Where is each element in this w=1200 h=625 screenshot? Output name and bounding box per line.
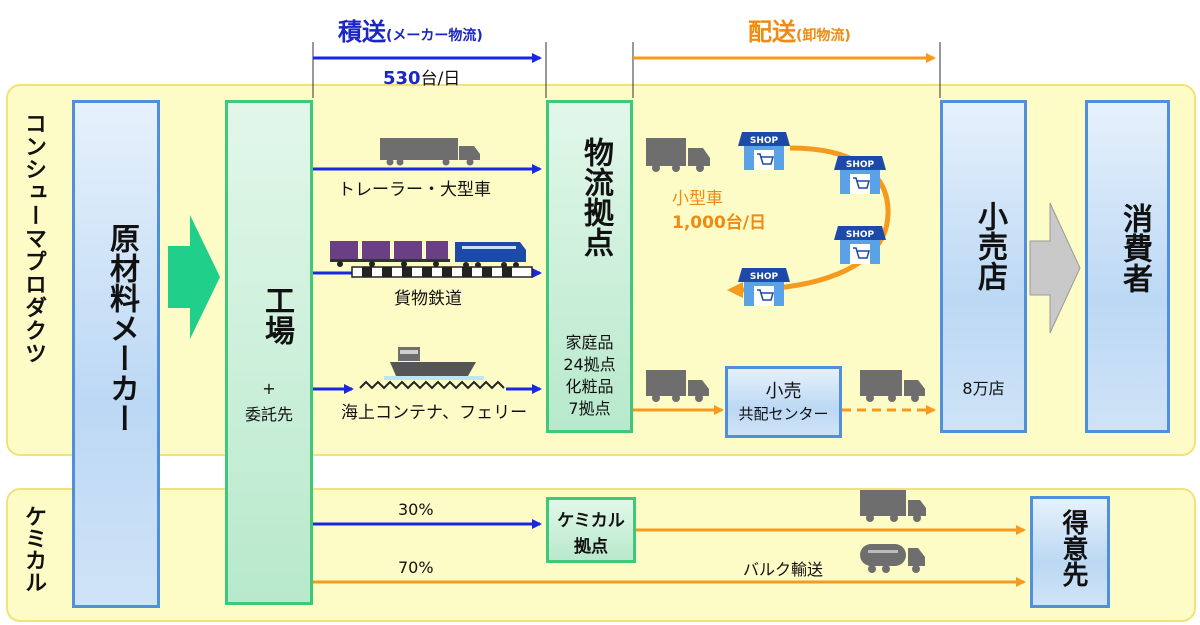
retail-store-box: 小売店 8万店 xyxy=(940,100,1027,433)
tank-truck-icon xyxy=(860,544,925,573)
hub-detail-household-count: 24拠点 xyxy=(563,355,616,374)
factory-sub-label: 委託先 xyxy=(244,405,293,424)
raw-material-maker-box: 原材料メーカー xyxy=(72,100,160,608)
hub-to-center-truck-icon xyxy=(646,370,709,402)
shop-icon-label: SHOP xyxy=(846,230,875,240)
chemical-hub-box: ケミカル 拠点 xyxy=(546,497,636,563)
shop-icon: SHOP xyxy=(834,156,886,194)
small-truck-label: 小型車 xyxy=(672,189,723,209)
shop-icon-label: SHOP xyxy=(750,136,779,146)
center-to-store-truck-icon xyxy=(860,370,925,402)
gray-flow-arrow xyxy=(1029,202,1081,334)
retail-store-label: 小売店 xyxy=(972,201,1007,291)
chemical-hub-label-1: ケミカル xyxy=(557,511,625,531)
sea-label: 海上コンテナ、フェリー xyxy=(341,403,528,423)
haisou-subtitle: (卸物流) xyxy=(796,28,851,44)
sekisou-title: 積送 xyxy=(338,18,386,46)
retail-center-box: 小売 共配センター xyxy=(725,366,842,438)
delivery-route-arc xyxy=(727,145,891,298)
chemical-hub-share: 30% xyxy=(398,500,434,519)
ferry-ship-icon xyxy=(359,347,505,390)
sekisou-header: 積送(メーカー物流) xyxy=(338,12,483,47)
shop-icon: SHOP xyxy=(738,268,790,306)
shop-icon-label: SHOP xyxy=(846,160,875,170)
factory-box: 工場 + 委託先 xyxy=(225,100,313,605)
chemical-truck-icon xyxy=(860,490,926,522)
trailer-truck-icon xyxy=(380,138,480,166)
shop-icon-label: SHOP xyxy=(750,272,779,282)
haisou-span-arrow xyxy=(632,42,941,98)
factory-label: 工場 xyxy=(259,285,294,345)
shop-icon: SHOP xyxy=(738,132,790,170)
rail-label: 貨物鉄道 xyxy=(394,289,462,309)
sekisou-subtitle: (メーカー物流) xyxy=(386,28,483,44)
rail-track-icon xyxy=(351,266,533,278)
row-label-consumer-products: コンシューマプロダクツ xyxy=(21,112,46,365)
consumer-label: 消費者 xyxy=(1117,203,1152,293)
green-flow-arrow xyxy=(168,215,220,339)
haisou-title: 配送 xyxy=(748,18,796,46)
sekisou-volume-unit: 台/日 xyxy=(420,69,461,89)
row-label-chemical: ケミカル xyxy=(21,505,46,593)
retail-center-label-2: 共配センター xyxy=(738,405,829,423)
retail-store-count: 8万店 xyxy=(962,379,1005,398)
logistics-hub-box: 物流拠点 家庭品 24拠点 化粧品 7拠点 xyxy=(546,100,633,433)
delivery-truck-icon xyxy=(646,138,710,172)
customer-label: 得意先 xyxy=(1058,509,1088,587)
sekisou-volume-number: 530 xyxy=(383,68,421,89)
direct-share: 70% xyxy=(398,558,434,577)
haisou-header: 配送(卸物流) xyxy=(748,12,851,47)
small-truck-volume: 1,000台/日 xyxy=(672,213,766,233)
logistics-hub-label: 物流拠点 xyxy=(578,137,613,257)
trailer-label: トレーラー・大型車 xyxy=(338,180,491,200)
retail-center-label-1: 小売 xyxy=(765,381,802,402)
shop-icon: SHOP xyxy=(834,226,886,264)
factory-plus: + xyxy=(262,379,276,398)
freight-train-icon xyxy=(330,241,526,268)
bulk-transport-label: バルク輸送 xyxy=(743,560,824,579)
hub-detail-cosmetics-count: 7拠点 xyxy=(568,399,611,418)
chemical-hub-label-2: 拠点 xyxy=(574,537,608,557)
hub-detail-cosmetics: 化粧品 xyxy=(565,377,614,396)
sekisou-span-arrow xyxy=(312,42,547,98)
hub-detail-household: 家庭品 xyxy=(565,333,614,352)
customer-box: 得意先 xyxy=(1030,496,1110,608)
consumer-box: 消費者 xyxy=(1085,100,1170,433)
raw-material-maker-label: 原材料メーカー xyxy=(104,223,139,433)
sekisou-volume: 530台/日 xyxy=(383,64,460,89)
